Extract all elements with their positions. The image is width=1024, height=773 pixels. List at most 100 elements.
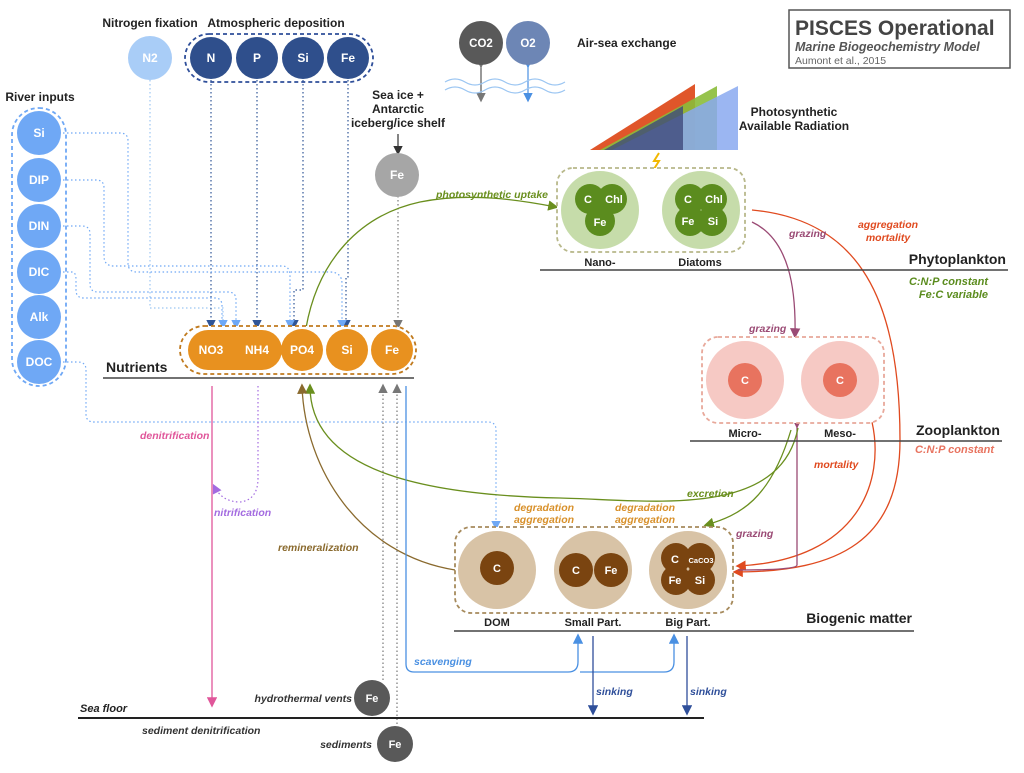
nano-fe-cell — [585, 206, 615, 236]
dia-chl-label: Chl — [705, 194, 723, 206]
phytoplankton-title: Phytoplankton — [909, 251, 1006, 267]
title-credit: Aumont et al., 2015 — [795, 55, 886, 67]
grazing-big-line — [737, 418, 803, 571]
po4-node — [281, 329, 323, 371]
big-fe-cell — [661, 565, 691, 595]
atm-si-label: Si — [297, 51, 308, 65]
no3-label: NO3 — [199, 343, 224, 357]
big-caco3-label: CaCO3 — [688, 556, 713, 565]
phyto-mortality-line — [732, 209, 901, 578]
dia-fe-cell — [675, 206, 705, 236]
nut-si-node — [326, 329, 368, 371]
micro-title: Micro- — [729, 428, 762, 440]
big-fe-label: Fe — [669, 575, 682, 587]
excretion-line — [304, 383, 799, 502]
phyto-note2: Fe:C variable — [919, 289, 988, 301]
degradation-2-label: degradation — [615, 502, 675, 514]
zoo-note: C:N:P constant — [915, 444, 995, 456]
river-din-line — [63, 225, 241, 330]
river-inputs-group: River inputs Si DIP DIN DIC Alk DOC — [5, 90, 75, 387]
river-dic-line — [63, 271, 223, 327]
atm-p-node — [236, 37, 278, 79]
dia-c-label: C — [684, 194, 692, 206]
sea-floor-group: Sea floor Fe hydrothermal vents Fe sedim… — [78, 680, 704, 762]
nut-fe-node — [371, 329, 413, 371]
par-line2: Available Radiation — [739, 119, 849, 133]
dia-fe-label: Fe — [682, 216, 695, 228]
diatoms-title: Diatoms — [678, 257, 721, 269]
river-si-label: Si — [33, 126, 44, 140]
river-si-node — [17, 111, 61, 155]
title-box: PISCES Operational Marine Biogeochemistr… — [788, 9, 1011, 69]
zooplankton-title: Zooplankton — [916, 422, 1000, 438]
dom-title: DOM — [484, 617, 510, 629]
nutrients-title: Nutrients — [106, 359, 168, 375]
dia-c-cell — [675, 184, 705, 214]
dia-si-label: Si — [708, 216, 718, 228]
small-c-cell — [559, 553, 593, 587]
sea-ice-group: Sea ice + Antarctic iceberg/ice shelf Fe — [351, 88, 446, 197]
title-main: PISCES Operational — [795, 17, 995, 40]
lightning-icon — [652, 152, 661, 170]
dia-si-cell — [697, 206, 727, 236]
zooplankton-group: C C Micro- Meso- Zooplankton C:N:P const… — [690, 336, 1002, 456]
atmospheric-deposition-group: Atmospheric deposition N P Si Fe — [184, 16, 374, 83]
dia-chl-cell — [697, 184, 727, 214]
nano-c-label: C — [584, 194, 592, 206]
sea-surface-wave-1 — [444, 78, 566, 86]
sea-floor-label: Sea floor — [80, 703, 128, 715]
biogenic-title: Biogenic matter — [806, 610, 912, 626]
phyto-note1: C:N:P constant — [909, 276, 989, 288]
scavenging-small-line — [405, 386, 584, 673]
atm-p-label: P — [253, 51, 261, 65]
river-inputs-frame — [11, 107, 67, 387]
atm-si-line — [289, 80, 304, 330]
aggregation-2-label: aggregation — [615, 514, 675, 526]
aggregation-1-label: aggregation — [514, 514, 574, 526]
meso-c-label: C — [836, 375, 844, 387]
no3-nh4-pill — [188, 330, 282, 370]
big-c-label: C — [671, 554, 679, 566]
atmospheric-deposition-frame — [184, 33, 374, 83]
nano-fe-label: Fe — [594, 217, 607, 229]
nano-chl-label: Chl — [605, 194, 623, 206]
atm-n-label: N — [207, 51, 216, 65]
sinking-1-label: sinking — [596, 686, 633, 698]
atm-n-node — [190, 37, 232, 79]
o2-label: O2 — [520, 38, 535, 50]
diatom-shell — [662, 171, 740, 249]
title-subtitle: Marine Biogeochemistry Model — [795, 40, 980, 54]
excretion-biogenic-line — [703, 429, 792, 528]
hydrothermal-vents-label: hydrothermal vents — [255, 693, 353, 705]
zoo-mortality-label: mortality — [814, 459, 860, 471]
river-doc-node — [17, 340, 61, 384]
river-alk-label: Alk — [30, 310, 49, 324]
big-caco3-cell — [685, 543, 715, 573]
atm-fe-node — [327, 37, 369, 79]
river-din-label: DIN — [29, 219, 50, 233]
co2-node — [459, 21, 503, 65]
small-part-title: Small Part. — [565, 617, 622, 629]
micro-c-label: C — [741, 375, 749, 387]
sinking-2-label: sinking — [690, 686, 727, 698]
vent-fe-label: Fe — [366, 693, 379, 705]
po4-label: PO4 — [290, 343, 314, 357]
sea-ice-line1: Sea ice + — [372, 88, 424, 102]
nut-fe-label: Fe — [385, 343, 399, 357]
dom-c-cell — [480, 551, 514, 585]
small-fe-label: Fe — [605, 565, 618, 577]
nitrogen-fixation-group: Nitrogen fixation N2 — [102, 16, 198, 80]
nitrification-label: nitrification — [214, 507, 271, 519]
mortality-label: mortality — [866, 232, 912, 244]
river-doc-label: DOC — [26, 355, 53, 369]
par-line1: Photosynthetic — [751, 105, 838, 119]
n2-node — [128, 36, 172, 80]
small-c-label: C — [572, 565, 580, 577]
meso-c-cell — [823, 363, 857, 397]
zoo-mortality-line — [735, 421, 876, 571]
dom-c-label: C — [493, 563, 501, 575]
par-group: Photosynthetic Available Radiation — [590, 84, 849, 170]
remineralization-label: remineralization — [278, 542, 359, 554]
nitrification-line — [212, 386, 259, 503]
